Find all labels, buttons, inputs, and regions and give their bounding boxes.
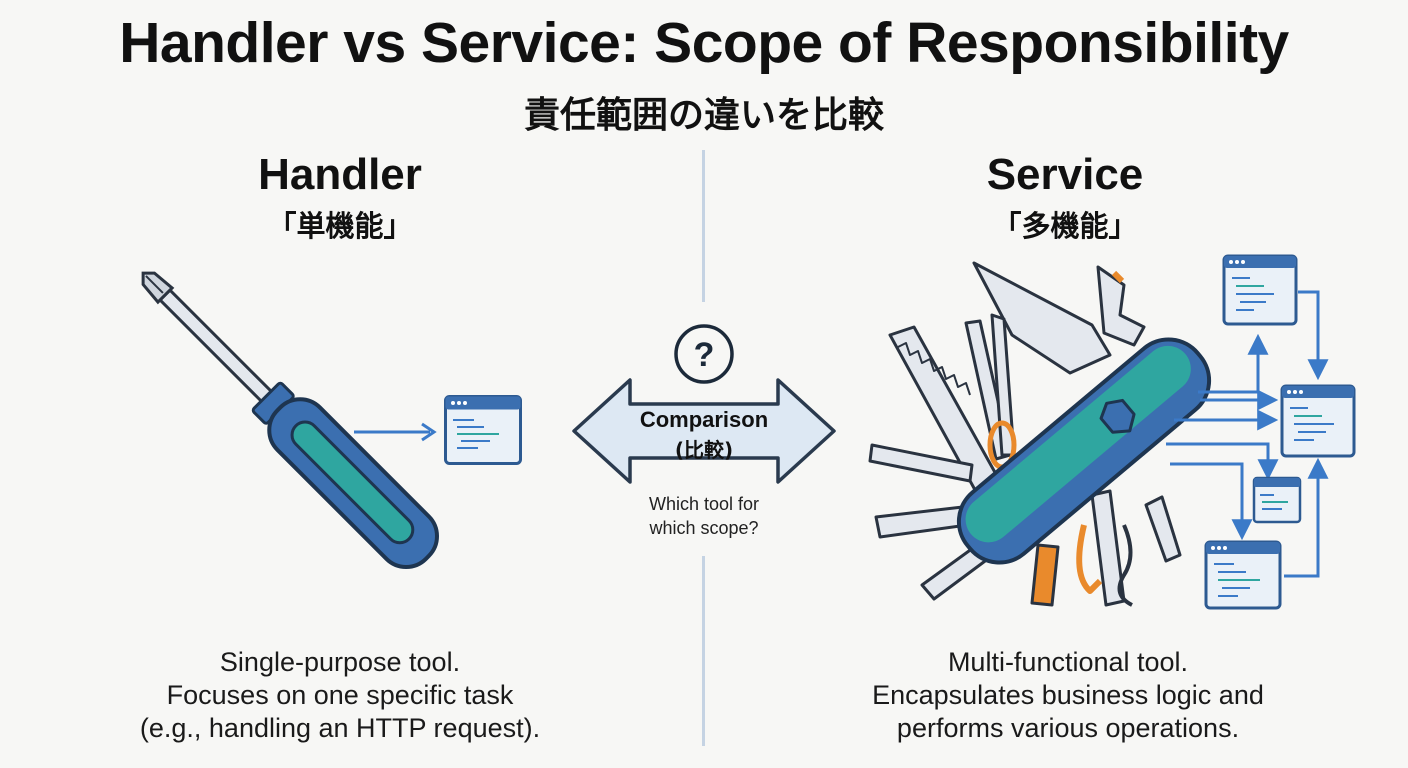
code-window-icon — [1222, 254, 1298, 326]
handler-description: Single-purpose tool. Focuses on one spec… — [20, 646, 660, 745]
service-flow-diagram — [1166, 254, 1356, 610]
comparison-label-en: Comparison — [639, 407, 769, 432]
page-title: Handler vs Service: Scope of Responsibil… — [119, 11, 1289, 75]
page-subtitle: 責任範囲の違いを比較 — [523, 95, 884, 136]
service-subheading: 「多機能」 — [992, 209, 1138, 243]
handler-description-line: (e.g., handling an HTTP request). — [139, 713, 541, 743]
comparison-question: Which tool for which scope? — [579, 492, 829, 540]
question-icon: ? — [674, 324, 734, 384]
code-window-icon — [1252, 476, 1302, 524]
double-arrow-icon — [572, 378, 836, 484]
service-heading: Service — [986, 150, 1144, 199]
code-window-icon — [1204, 540, 1282, 610]
handler-arrow-icon — [354, 422, 437, 442]
code-window-icon — [1280, 384, 1356, 458]
handler-heading: Handler — [258, 150, 422, 199]
handler-description-line: Single-purpose tool. — [219, 647, 461, 677]
center-divider-top — [702, 150, 705, 302]
comparison-label: Comparison (比較) — [579, 405, 829, 465]
service-description-line: performs various operations. — [896, 713, 1240, 743]
service-description-line: Multi-functional tool. — [947, 647, 1189, 677]
comparison-label-jp: (比較) — [674, 438, 734, 462]
code-window-icon — [444, 395, 522, 465]
center-divider-bottom — [702, 556, 705, 746]
handler-subheading: 「単機能」 — [267, 209, 413, 243]
swiss-army-knife-icon — [868, 261, 1212, 607]
question-symbol: ? — [694, 336, 715, 374]
screwdriver-icon — [141, 271, 439, 569]
comparison-question-line: Which tool for — [648, 494, 760, 514]
comparison-question-line: which scope? — [649, 518, 759, 538]
handler-description-line: Focuses on one specific task — [166, 680, 514, 710]
service-description: Multi-functional tool. Encapsulates busi… — [748, 646, 1388, 745]
service-description-line: Encapsulates business logic and — [872, 680, 1264, 710]
